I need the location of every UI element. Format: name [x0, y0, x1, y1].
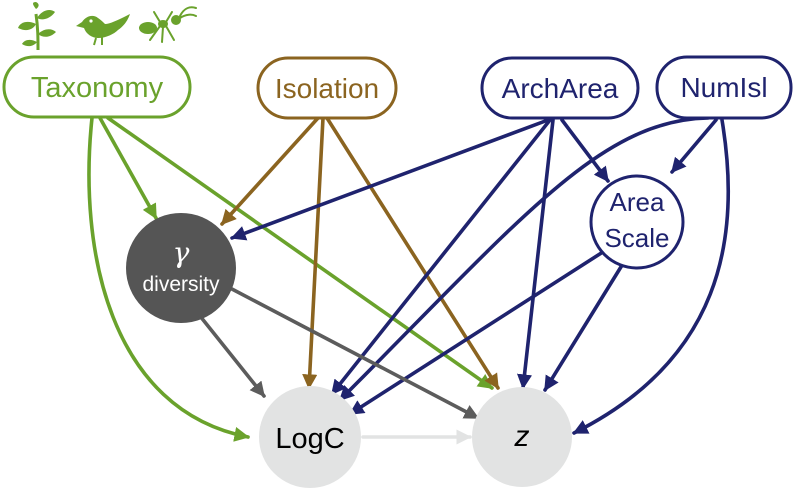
- edge-archarea-z: [517, 118, 555, 390]
- area-scale-label-line2: Scale: [604, 223, 669, 253]
- node-area-scale: Area Scale: [589, 174, 685, 270]
- edge-numisl-logc: [338, 116, 710, 402]
- edge-numisl-z: [572, 118, 731, 435]
- edge-numisl-areascale: [670, 118, 718, 174]
- edge-taxonomy-logc: [87, 116, 250, 442]
- node-numisl: NumIsl: [655, 55, 793, 120]
- edge-areascale-logc: [348, 248, 608, 416]
- taxonomy-label: Taxonomy: [31, 72, 164, 104]
- node-z: z: [472, 387, 572, 487]
- gamma-symbol: γ: [173, 236, 190, 269]
- edge-isolation-gamma: [220, 116, 320, 226]
- node-gamma-diversity: γ diversity: [126, 213, 236, 323]
- edge-gamma-logc: [198, 314, 266, 398]
- plant-icon: [18, 2, 56, 51]
- area-scale-label-line1: Area: [610, 187, 665, 217]
- edge-isolation-logc: [302, 116, 325, 390]
- node-taxonomy: Taxonomy: [2, 55, 192, 119]
- numisl-label: NumIsl: [680, 72, 767, 103]
- logc-label: LogC: [275, 423, 344, 455]
- node-archarea: ArchArea: [480, 56, 640, 120]
- edge-gamma-z: [228, 286, 480, 420]
- gamma-label: diversity: [142, 273, 220, 296]
- edge-areascale-z: [543, 260, 626, 392]
- edge-archarea-logc: [330, 118, 552, 396]
- archarea-label: ArchArea: [502, 73, 619, 104]
- edge-isolation-z: [325, 116, 500, 390]
- node-isolation: Isolation: [256, 56, 398, 120]
- bird-icon: [76, 14, 130, 46]
- ant-icon: [139, 6, 197, 43]
- isolation-label: Isolation: [275, 73, 379, 104]
- z-label: z: [514, 420, 530, 453]
- edge-archarea-areascale: [560, 118, 610, 183]
- edge-taxonomy-gamma: [98, 116, 158, 220]
- edge-archarea-gamma: [230, 118, 550, 241]
- node-logc: LogC: [259, 386, 361, 488]
- edge-taxonomy-z: [106, 116, 494, 390]
